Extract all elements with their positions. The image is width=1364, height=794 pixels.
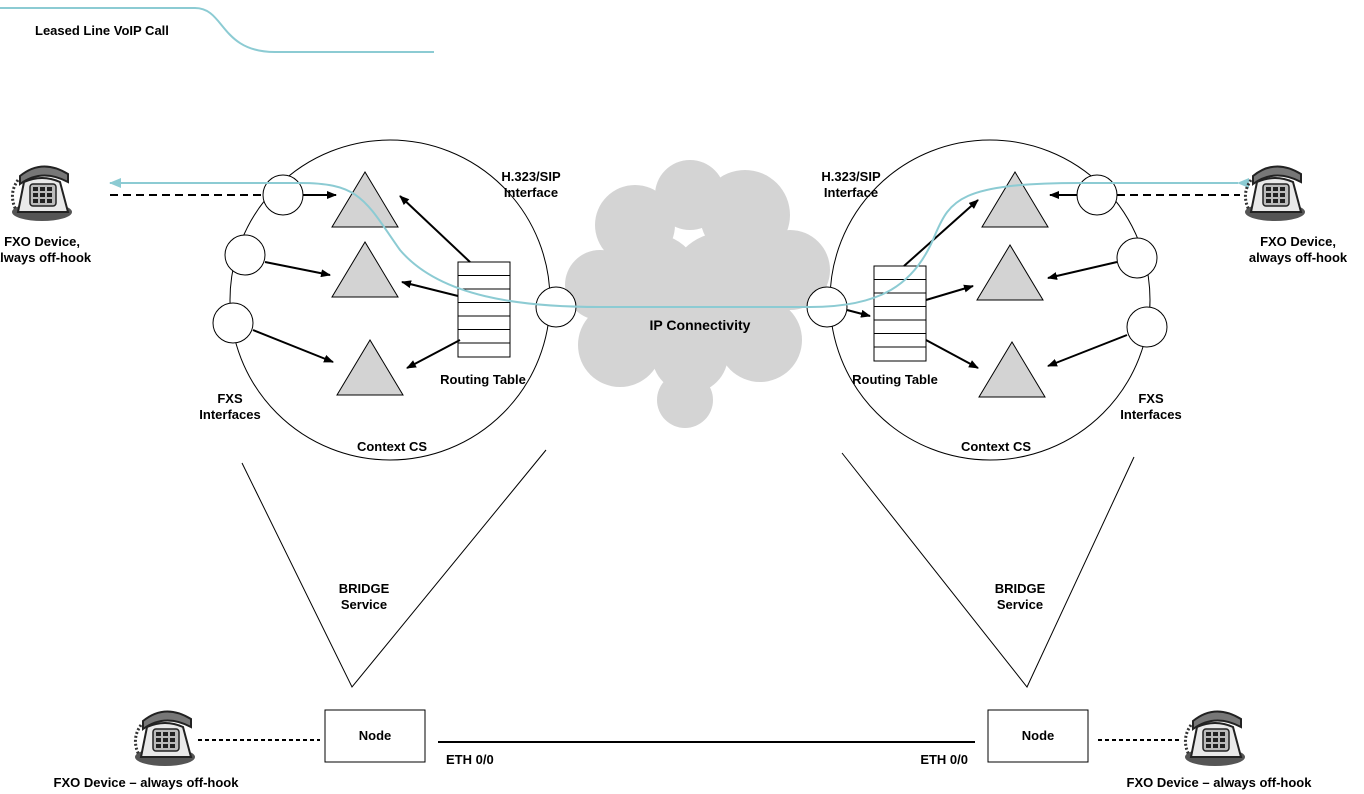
left-voice-triangle-2 xyxy=(331,241,399,298)
right-voice-triangle-1 xyxy=(981,171,1049,228)
left-fxs-interface-2 xyxy=(224,234,266,276)
legend-title: Leased Line VoIP Call xyxy=(35,23,169,38)
right-bridge-lines xyxy=(841,452,1135,688)
left-bridge-label-1: BRIDGE xyxy=(339,581,390,596)
left-fxs-interface-3 xyxy=(212,302,254,344)
left-routing-table-label: Routing Table xyxy=(440,372,526,387)
left-context-cs: H.323/SIP Interface Routing Table FXS In… xyxy=(199,139,577,461)
left-h323-label-1: H.323/SIP xyxy=(501,169,561,184)
bottom-left-device-label: FXO Device – always off-hook xyxy=(54,775,240,790)
voip-call-path xyxy=(109,178,1249,308)
right-fxs-interface-2 xyxy=(1116,237,1158,279)
bottom-right-device-label: FXO Device – always off-hook xyxy=(1127,775,1313,790)
right-h323-label-1: H.323/SIP xyxy=(821,169,881,184)
right-h323-label-2: Interface xyxy=(824,185,878,200)
right-fxs-interface-1 xyxy=(1076,174,1118,216)
right-node-label: Node xyxy=(1022,728,1055,743)
top-right-device-label-2: always off-hook xyxy=(1249,250,1348,265)
ip-connectivity-label: IP Connectivity xyxy=(650,317,751,333)
right-eth-label: ETH 0/0 xyxy=(920,752,968,767)
right-fxs-interface-3 xyxy=(1126,306,1168,348)
right-context-cs: H.323/SIP Interface Routing Table FXS In… xyxy=(806,139,1182,461)
right-routing-table xyxy=(873,265,927,362)
top-left-device-label-2: always off-hook xyxy=(0,250,92,265)
left-fxs-label-2: Interfaces xyxy=(199,407,260,422)
left-h323-label-2: Interface xyxy=(504,185,558,200)
legend: Leased Line VoIP Call xyxy=(0,7,434,53)
top-right-device-label-1: FXO Device, xyxy=(1260,234,1336,249)
ip-cloud xyxy=(565,160,830,428)
left-voice-triangle-3 xyxy=(336,339,404,396)
right-fxs-label-2: Interfaces xyxy=(1120,407,1181,422)
right-node-box xyxy=(987,709,1089,763)
bottom-right-phone-icon xyxy=(1183,709,1247,768)
left-bridge-lines xyxy=(241,449,547,688)
left-fxs-label-1: FXS xyxy=(217,391,243,406)
right-context-label: Context CS xyxy=(961,439,1031,454)
left-eth-label: ETH 0/0 xyxy=(446,752,494,767)
legend-line xyxy=(0,7,434,53)
top-left-device-label-1: FXO Device, xyxy=(4,234,80,249)
left-routing-table xyxy=(457,261,511,358)
left-node-box xyxy=(324,709,426,763)
right-fxs-label-1: FXS xyxy=(1138,391,1164,406)
left-bridge-label-2: Service xyxy=(341,597,387,612)
bottom-left-phone-icon xyxy=(133,709,197,768)
left-node-label: Node xyxy=(359,728,392,743)
right-voice-triangle-3 xyxy=(978,341,1046,398)
top-right-phone-icon xyxy=(1243,164,1307,223)
left-fxs-interface-1 xyxy=(262,174,304,216)
left-voice-triangle-1 xyxy=(331,171,399,228)
right-bridge-label-2: Service xyxy=(997,597,1043,612)
right-routing-table-label: Routing Table xyxy=(852,372,938,387)
right-bridge-label-1: BRIDGE xyxy=(995,581,1046,596)
top-left-phone-icon xyxy=(10,164,74,223)
left-context-label: Context CS xyxy=(357,439,427,454)
right-voice-triangle-2 xyxy=(976,244,1044,301)
